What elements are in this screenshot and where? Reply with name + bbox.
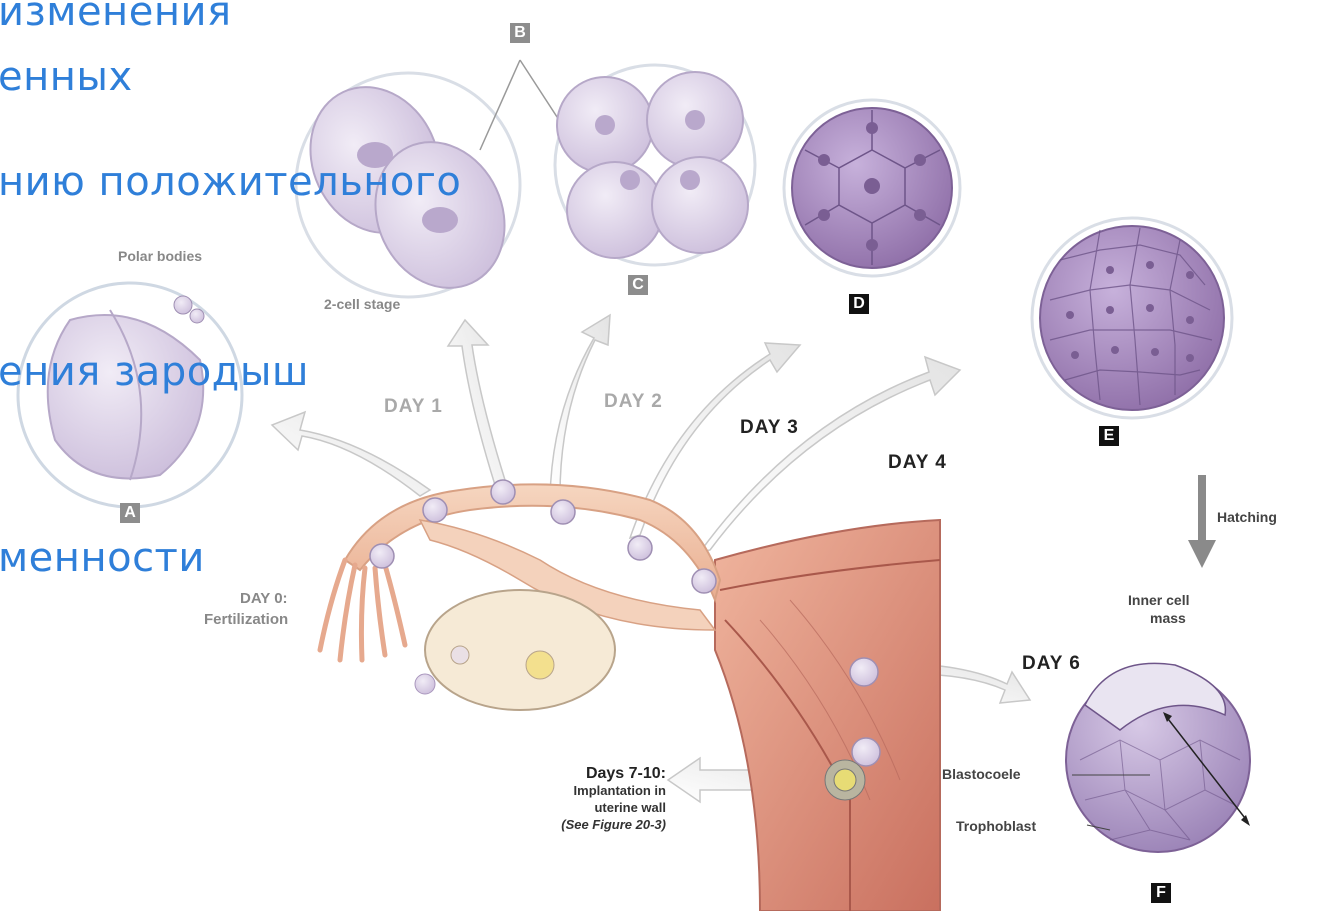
inner-cell-label: Inner cell — [1128, 592, 1189, 608]
slide-text-line-1: изменения — [0, 0, 232, 32]
stage-letter-f: F — [1151, 883, 1171, 903]
stage-letter-e: E — [1099, 426, 1119, 446]
implantation-note: Days 7-10: Implantation in uterine wall … — [540, 765, 666, 833]
hatching-label: Hatching — [1217, 509, 1277, 525]
slide-text-line-2: енных — [0, 57, 133, 97]
stage-letter-c: C — [628, 275, 648, 295]
implantation-line-2: uterine wall — [540, 799, 666, 816]
implantation-line-1: Implantation in — [540, 782, 666, 799]
slide-text-line-5: менности — [0, 538, 205, 578]
day3-label: DAY 3 — [740, 417, 799, 439]
hatching-arrow — [1188, 475, 1216, 568]
mass-label: mass — [1150, 610, 1186, 626]
day4-label: DAY 4 — [888, 452, 947, 474]
blastocoele-label: Blastocoele — [942, 766, 1021, 782]
morula-embryo — [784, 100, 960, 276]
days-7-10-label: Days 7-10: — [540, 765, 666, 782]
implantation-line-3: (See Figure 20-3) — [540, 816, 666, 833]
four-cell-embryo — [555, 65, 755, 265]
stage-letter-b: B — [510, 23, 530, 43]
blastocyst-f — [1066, 663, 1250, 852]
day1-label: DAY 1 — [384, 396, 443, 418]
day6-label: DAY 6 — [1022, 653, 1081, 675]
slide-text-line-3: нию положительного — [0, 162, 461, 202]
polar-bodies-label: Polar bodies — [118, 248, 202, 264]
stage-letter-d: D — [849, 294, 869, 314]
day2-label: DAY 2 — [604, 391, 663, 413]
slide-text-line-4: ения зародыш — [0, 352, 309, 392]
uterus-illustration — [715, 520, 940, 911]
day0-label: DAY 0: — [240, 590, 288, 607]
two-cell-stage-label: 2-cell stage — [324, 296, 400, 312]
blastocyst-e — [1032, 218, 1232, 418]
implanting-embryo — [825, 760, 865, 800]
stage-letter-a: A — [120, 503, 140, 523]
ovary-illustration — [415, 590, 615, 710]
fertilization-label: Fertilization — [204, 611, 288, 628]
zygote-a — [18, 283, 242, 507]
trophoblast-label: Trophoblast — [956, 818, 1036, 834]
